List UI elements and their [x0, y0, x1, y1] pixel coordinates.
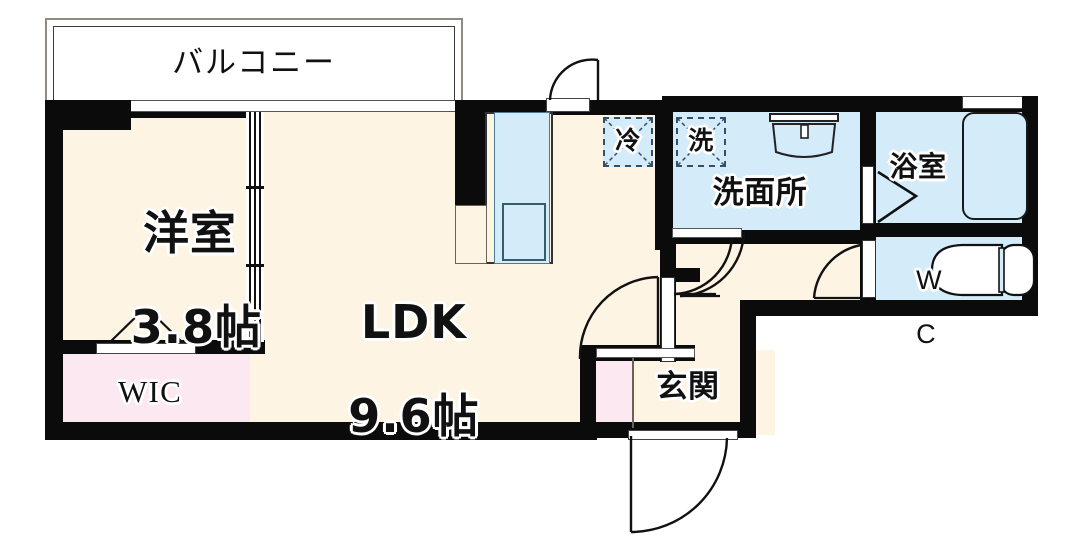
ldk-size: 9.6帖	[348, 388, 480, 443]
washing-machine-space	[676, 117, 726, 167]
balcony-label: バルコニー	[172, 45, 336, 81]
bathtub	[962, 112, 1028, 220]
balcony-inner-line	[53, 26, 455, 102]
washroom-bottom-sill	[672, 228, 742, 238]
wall-genkan-left	[580, 345, 596, 438]
wall-bottom-left	[45, 422, 265, 440]
ldk-name: LDK	[360, 294, 467, 349]
wc-label-line2: C	[916, 319, 937, 349]
bathroom-door[interactable]	[876, 168, 920, 228]
wc-label: W C	[884, 240, 941, 375]
wall-ldk-right	[655, 100, 673, 250]
wic-label: WIC	[118, 374, 182, 409]
bath-window	[962, 96, 1030, 109]
kitchen-counter-edge	[455, 205, 487, 264]
toilet	[930, 243, 1036, 297]
wic-floor-fill	[50, 352, 250, 435]
hall-genkan-sill	[596, 348, 695, 358]
wall-left-outer	[45, 100, 63, 440]
wc-door[interactable]	[812, 242, 874, 306]
washroom-label: 洗面所	[712, 175, 808, 211]
bedroom-label: 洋室 3.8帖	[63, 163, 261, 398]
wall-wc-bottom	[862, 300, 1038, 316]
refrigerator-space	[603, 117, 653, 167]
balcony-window-sill	[131, 100, 461, 112]
ldk-label: LDK 9.6帖	[280, 252, 480, 487]
kitchen-service-door[interactable]	[546, 58, 600, 102]
wic-door-panel[interactable]	[96, 343, 196, 354]
room-ldk-partition[interactable]	[246, 112, 264, 342]
wall-hall-right	[740, 300, 756, 438]
wall-ldk-bottom	[247, 422, 597, 440]
wall-kitchen-left	[455, 112, 485, 207]
wic-door[interactable]	[103, 305, 189, 347]
ldk-hall-door-panel[interactable]	[661, 277, 675, 362]
bathroom-label: 浴室	[889, 150, 947, 183]
wall-ldk-hall-jamb	[660, 230, 676, 280]
genkan-step-line	[632, 358, 634, 428]
ldk-hall-door[interactable]	[578, 275, 660, 363]
wall-top-right	[662, 96, 1037, 112]
bedroom-size: 3.8帖	[130, 299, 262, 354]
washing-machine-label: 洗	[688, 126, 714, 155]
entrance-door[interactable]	[628, 436, 738, 535]
wc-label-line1: W	[916, 265, 943, 295]
bedroom-name: 洋室	[142, 205, 237, 260]
bathroom-door-panel[interactable]	[862, 166, 874, 224]
wc-door-panel[interactable]	[862, 240, 876, 298]
kitchen-door-sill	[546, 98, 590, 112]
wall-bath-bottom	[862, 223, 1038, 237]
entrance-door-sill	[628, 430, 738, 440]
genkan-label: 玄関	[656, 369, 720, 405]
washroom-door[interactable]	[672, 233, 738, 298]
vanity-basin	[769, 113, 839, 158]
kitchen-sink-bowl	[502, 203, 546, 261]
refrigerator-label: 冷	[615, 126, 641, 155]
wall-hall-bottom	[740, 300, 876, 316]
